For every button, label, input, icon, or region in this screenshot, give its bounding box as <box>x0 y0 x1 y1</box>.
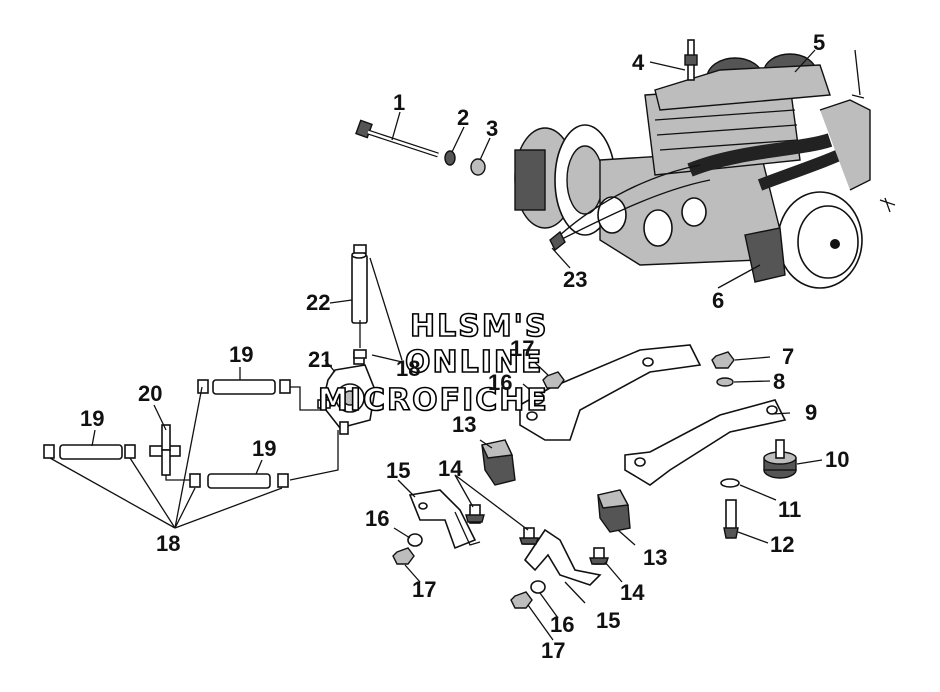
throttle-cable <box>559 164 701 236</box>
callout-23: 23 <box>563 267 587 292</box>
flat-washer <box>720 478 740 488</box>
nut <box>542 371 565 389</box>
callout-19-left: 19 <box>80 406 104 431</box>
lock-washer <box>470 158 486 176</box>
callout-6: 6 <box>712 288 724 313</box>
callout-19-lower: 19 <box>252 436 276 461</box>
tee-fitting <box>149 424 181 476</box>
callout-5: 5 <box>813 30 825 55</box>
callout-15-lower: 15 <box>596 608 620 633</box>
callout-8: 8 <box>773 369 785 394</box>
hose-clamp <box>353 244 367 254</box>
callout-labels: 1 2 3 4 5 6 7 8 9 10 11 12 13 13 14 14 1… <box>80 30 849 663</box>
callout-11: 11 <box>778 497 801 522</box>
exhaust-hose <box>687 133 833 177</box>
flange-bolt <box>589 547 609 565</box>
support-bracket <box>408 489 481 550</box>
support-bracket <box>523 528 602 586</box>
washer <box>407 533 423 547</box>
hose-clamp <box>43 379 291 488</box>
nut <box>510 591 533 609</box>
nut <box>392 547 415 565</box>
callout-17-lower: 17 <box>541 638 565 663</box>
callout-2: 2 <box>457 105 469 130</box>
pulse-hose <box>351 254 368 324</box>
fuel-hose <box>207 473 271 489</box>
callout-17-upper: 17 <box>510 336 534 361</box>
callout-14-upper: 14 <box>438 456 463 481</box>
engine-assembly <box>514 39 896 289</box>
flange-bolt <box>519 527 539 545</box>
callout-12: 12 <box>770 532 794 557</box>
callout-18-main: 18 <box>156 531 180 556</box>
callout-16-lower: 16 <box>550 612 574 637</box>
engine-isolator <box>480 439 516 486</box>
callout-7: 7 <box>782 344 794 369</box>
callout-20: 20 <box>138 381 162 406</box>
callout-17-left: 17 <box>412 577 436 602</box>
callout-18-upper: 18 <box>396 356 420 381</box>
callout-3: 3 <box>486 116 498 141</box>
hex-nut <box>711 351 735 369</box>
watermark-line-3: MICROFICHE <box>318 383 549 418</box>
flange-bolt <box>465 504 485 524</box>
callout-1: 1 <box>393 90 405 115</box>
watermark: HLSM'S ONLINE MICROFICHE <box>317 308 549 419</box>
watermark-line-1: HLSM'S <box>410 309 548 344</box>
washer <box>529 391 545 405</box>
recoil-cover <box>777 191 863 289</box>
rubber-mount <box>763 439 797 479</box>
fuel-hose <box>212 379 276 395</box>
callout-10: 10 <box>825 447 849 472</box>
engine-mount-strap <box>744 227 786 283</box>
callout-13-lower: 13 <box>643 545 667 570</box>
washer <box>716 377 734 387</box>
callout-16-left: 16 <box>365 506 389 531</box>
flat-washer <box>444 150 456 166</box>
washer <box>530 580 546 594</box>
cap-screw <box>723 499 739 539</box>
fuel-hose <box>59 444 123 460</box>
watermark-line-2: ONLINE <box>405 345 544 380</box>
rear-mount-bracket <box>624 399 787 486</box>
mount-bolt <box>355 119 439 158</box>
callout-9: 9 <box>805 400 817 425</box>
callout-13-upper: 13 <box>452 412 476 437</box>
callout-22: 22 <box>306 290 330 315</box>
callout-19-upper: 19 <box>229 342 253 367</box>
engine-isolator <box>597 489 631 533</box>
leader-lines <box>49 49 823 641</box>
front-mount-bracket <box>519 344 702 441</box>
callout-21: 21 <box>308 347 332 372</box>
callout-4: 4 <box>632 50 645 75</box>
spark-plug <box>684 39 698 81</box>
callout-16-upper: 16 <box>488 370 512 395</box>
hose-clamp <box>353 349 367 359</box>
coolant-pipe <box>819 99 871 191</box>
callout-15-upper: 15 <box>386 458 410 483</box>
callout-14-lower: 14 <box>620 580 645 605</box>
